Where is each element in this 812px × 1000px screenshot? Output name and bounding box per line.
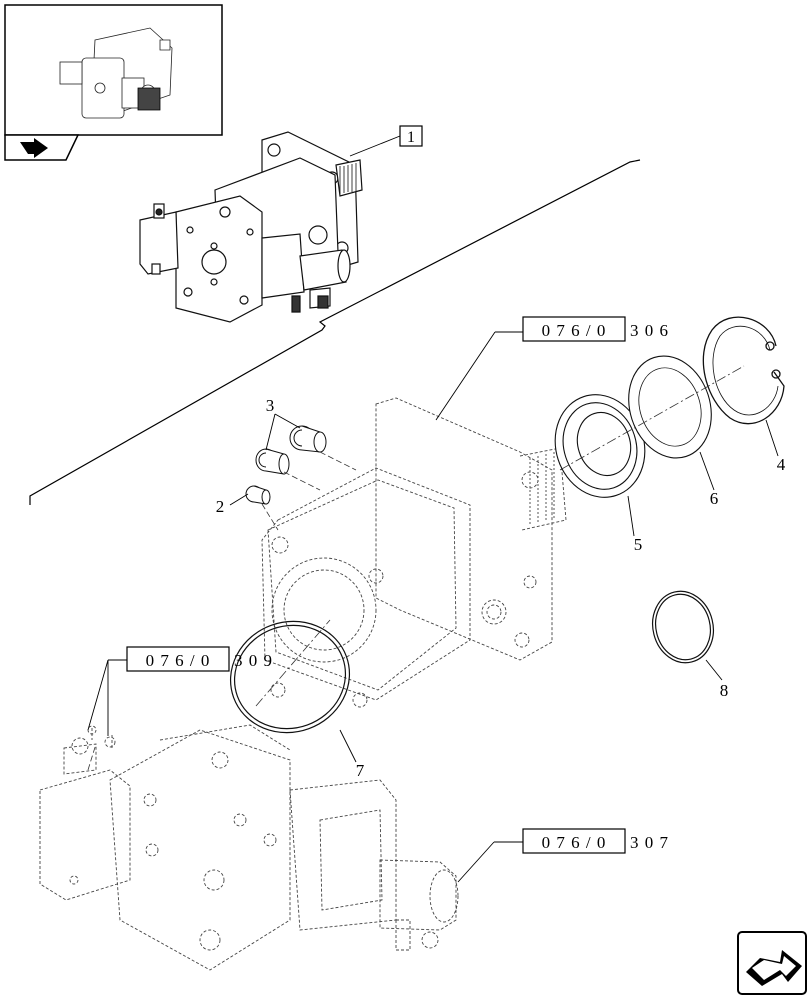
callout-4: 4 (777, 455, 786, 474)
thumbnail-tab[interactable] (4, 134, 80, 161)
section-separator-line (29, 159, 641, 505)
seal-part-5 (554, 394, 646, 498)
phantom-pump-body (261, 397, 567, 708)
callout-2: 2 (216, 497, 225, 516)
reference-307-suffix: 3 0 7 (630, 833, 669, 852)
callout-7: 7 (356, 761, 365, 780)
plug-part-3a (289, 425, 327, 453)
reference-309-text: 0 7 6 / 0 (146, 651, 211, 670)
reference-box-309[interactable]: 0 7 6 / 0 3 0 9 (87, 646, 273, 736)
callout-5: 5 (634, 535, 643, 554)
callout-leaders (229, 413, 779, 763)
reference-306-text: 0 7 6 / 0 (542, 321, 607, 340)
callout-3: 3 (266, 396, 275, 415)
o-ring-part-8 (652, 590, 714, 664)
o-ring-7-centerline (255, 619, 331, 707)
callout-8: 8 (720, 681, 729, 700)
pump-assembly-drawing (139, 131, 363, 323)
thumbnail-panel[interactable] (4, 4, 223, 161)
next-page-button[interactable] (737, 931, 807, 995)
reference-box-307[interactable]: 0 7 6 / 0 3 0 7 (457, 828, 669, 883)
next-page-arrow-icon[interactable] (746, 950, 802, 986)
reference-306-suffix: 3 0 6 (630, 321, 669, 340)
reference-box-306[interactable]: 0 7 6 / 0 3 0 6 (435, 316, 669, 421)
plug-part-2 (245, 485, 271, 505)
plug-centerlines (261, 451, 357, 531)
callout-6: 6 (710, 489, 719, 508)
o-ring-part-7 (229, 620, 351, 734)
back-arrow-icon[interactable] (20, 138, 48, 158)
assembly-label-box[interactable]: 1 (399, 125, 423, 147)
snap-ring-part-4 (702, 316, 785, 425)
reference-309-suffix: 3 0 9 (234, 651, 273, 670)
assembly-label-text: 1 (407, 129, 415, 146)
reference-307-text: 0 7 6 / 0 (542, 833, 607, 852)
washer-part-6 (628, 355, 712, 459)
lower-centerline (87, 743, 97, 771)
thumbnail-pump-image (59, 27, 173, 119)
plug-part-3b (255, 448, 290, 475)
phantom-lower-assembly (39, 724, 459, 971)
seal-centerline (559, 365, 745, 471)
